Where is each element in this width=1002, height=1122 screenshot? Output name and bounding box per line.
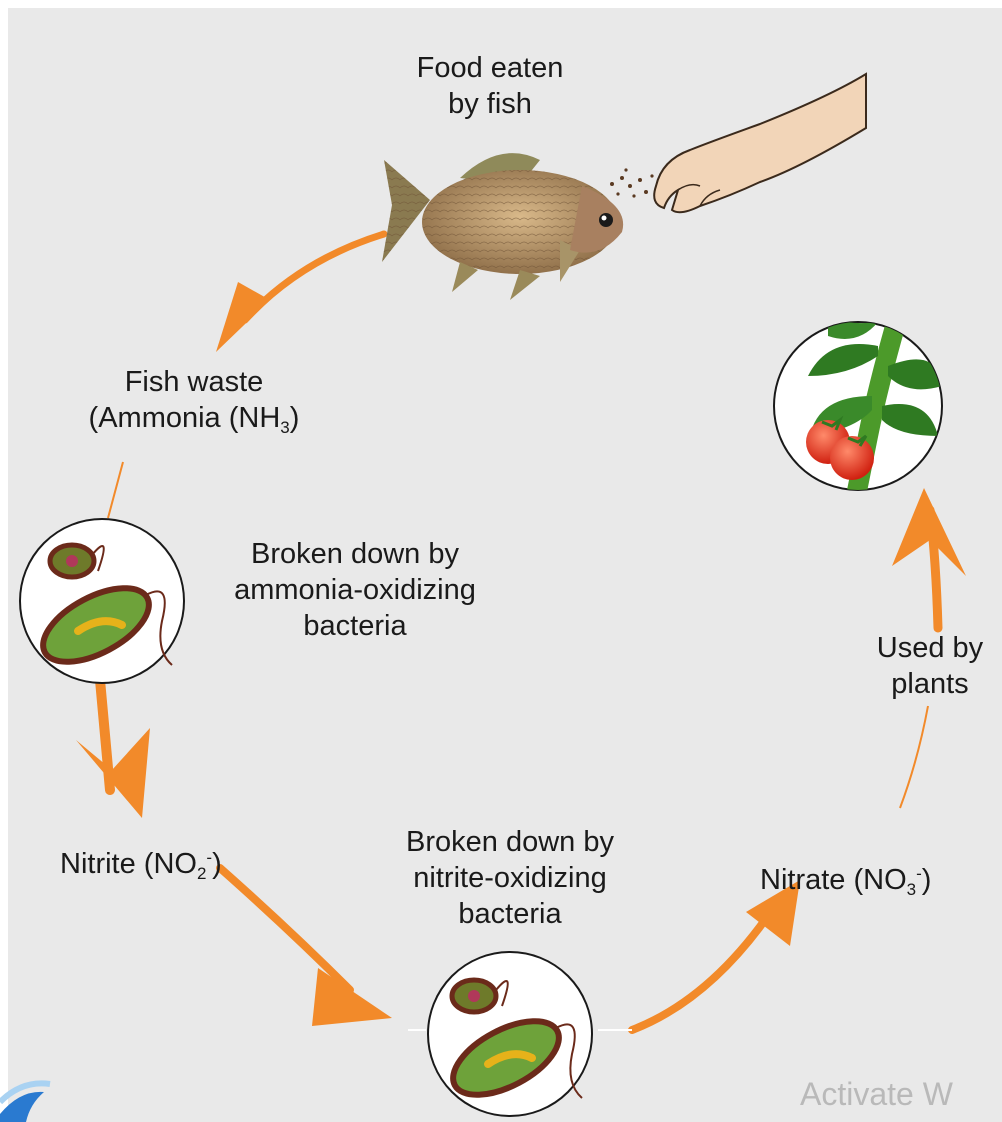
bacteria-icon [428, 952, 592, 1116]
connector-waste-to-bacteria [108, 462, 123, 518]
connector-nitrate-to-used [900, 706, 928, 808]
hand-icon [610, 74, 866, 212]
corner-swoosh-decoration [0, 1070, 60, 1122]
label-fish-waste: Fish waste (Ammonia (NH3) [54, 364, 334, 436]
arrow-fish-to-waste [216, 234, 384, 352]
label-nitrite: Nitrite (NO2-) [60, 846, 300, 882]
arrow-bacteria-to-nitrite [76, 680, 150, 818]
label-ammonia-oxidizing-bacteria: Broken down by ammonia-oxidizing bacteri… [190, 536, 520, 644]
label-nitrate: Nitrate (NO3-) [760, 862, 980, 898]
bacteria-icon [20, 519, 184, 683]
tomato-plant-icon [774, 316, 942, 506]
label-used-by-plants: Used by plants [860, 630, 1000, 702]
fish-icon [382, 153, 623, 300]
label-nitrite-oxidizing-bacteria: Broken down by nitrite-oxidizing bacteri… [360, 824, 660, 932]
windows-activation-watermark: Activate W [800, 1076, 953, 1113]
arrow-used-to-plant [892, 488, 966, 628]
label-food-eaten: Food eaten by fish [390, 50, 590, 122]
